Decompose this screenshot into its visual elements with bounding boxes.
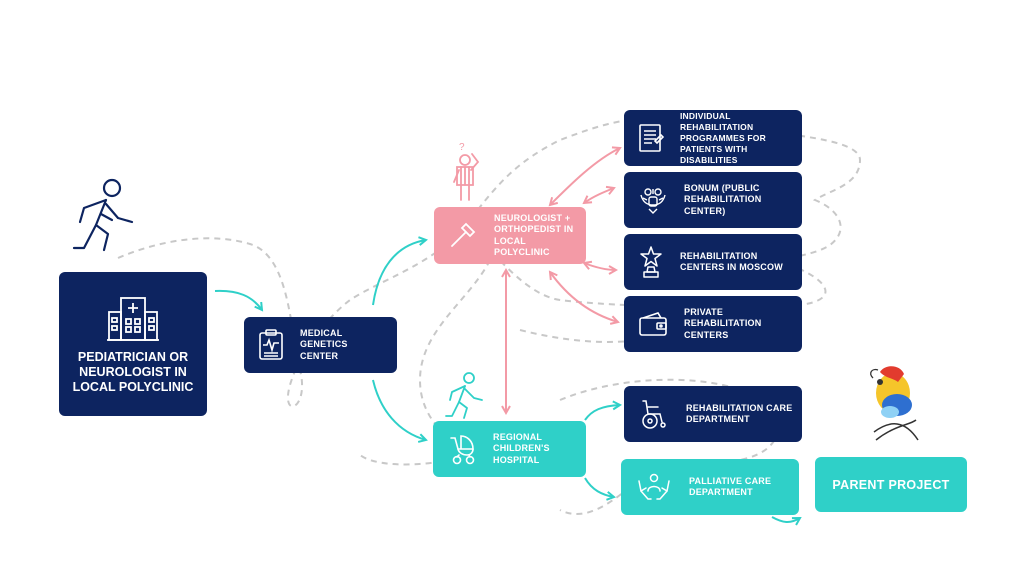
palliative-care-node[interactable]: PALLIATIVE CARE DEPARTMENT bbox=[621, 459, 799, 515]
wallet-icon bbox=[638, 311, 668, 337]
pediatrician-node[interactable]: PEDIATRICIAN OR NEUROLOGIST IN LOCAL POL… bbox=[59, 272, 207, 416]
rehabilitation-care-node[interactable]: REHABILITATION CARE DEPARTMENT bbox=[624, 386, 802, 442]
private-centers-node[interactable]: PRIVATE REHABILITATION CENTERS bbox=[624, 296, 802, 352]
parent-project-label: PARENT PROJECT bbox=[832, 477, 950, 492]
bonum-node[interactable]: BONUM (PUBLIC REHABILITATION CENTER) bbox=[624, 172, 802, 228]
pink-arrows bbox=[501, 146, 622, 416]
confused-person-icon bbox=[453, 153, 480, 201]
individual-programmes-label: INDIVIDUAL REHABILITATION PROGRAMMES FOR… bbox=[680, 110, 766, 165]
teal-arrows bbox=[214, 236, 802, 526]
medical-genetics-label: MEDICAL GENETICS CENTER bbox=[300, 327, 348, 361]
wheelchair-icon bbox=[638, 398, 668, 430]
hands-care-icon bbox=[637, 471, 671, 503]
medical-genetics-node[interactable]: MEDICAL GENETICS CENTER bbox=[244, 317, 397, 373]
pediatrician-label: PEDIATRICIAN OR NEUROLOGIST IN LOCAL POL… bbox=[72, 349, 194, 394]
moscow-centers-label: REHABILITATION CENTERS IN MOSCOW bbox=[680, 250, 783, 273]
reflex-hammer-icon bbox=[448, 222, 476, 250]
rehabilitation-care-label: REHABILITATION CARE DEPARTMENT bbox=[686, 402, 793, 425]
question-mark: ? bbox=[459, 142, 465, 153]
double-eagle-emblem-icon bbox=[638, 185, 668, 215]
regional-hospital-node[interactable]: REGIONAL CHILDREN'S HOSPITAL bbox=[433, 421, 586, 477]
walking-person-icon bbox=[72, 178, 134, 252]
star-trophy-icon bbox=[638, 245, 664, 279]
clipboard-chart-icon bbox=[258, 329, 284, 361]
document-list-icon bbox=[638, 123, 664, 153]
palliative-care-label: PALLIATIVE CARE DEPARTMENT bbox=[689, 475, 772, 498]
neurologist-label: NEUROLOGIST + ORTHOPEDIST IN LOCAL POLYC… bbox=[494, 212, 574, 258]
neurologist-node[interactable]: NEUROLOGIST + ORTHOPEDIST IN LOCAL POLYC… bbox=[434, 207, 586, 264]
individual-programmes-node[interactable]: INDIVIDUAL REHABILITATION PROGRAMMES FOR… bbox=[624, 110, 802, 166]
bonum-label: BONUM (PUBLIC REHABILITATION CENTER) bbox=[684, 182, 762, 216]
private-centers-label: PRIVATE REHABILITATION CENTERS bbox=[684, 306, 762, 340]
parent-project-node[interactable]: PARENT PROJECT bbox=[815, 457, 967, 512]
regional-hospital-label: REGIONAL CHILDREN'S HOSPITAL bbox=[493, 431, 550, 465]
stroller-icon bbox=[447, 433, 477, 465]
hospital-building-icon bbox=[105, 294, 161, 342]
moscow-centers-node[interactable]: REHABILITATION CENTERS IN MOSCOW bbox=[624, 234, 802, 290]
journey-dashed-path bbox=[117, 116, 862, 515]
bird-logo-icon bbox=[870, 366, 919, 441]
walking-person-small-icon bbox=[445, 372, 483, 419]
